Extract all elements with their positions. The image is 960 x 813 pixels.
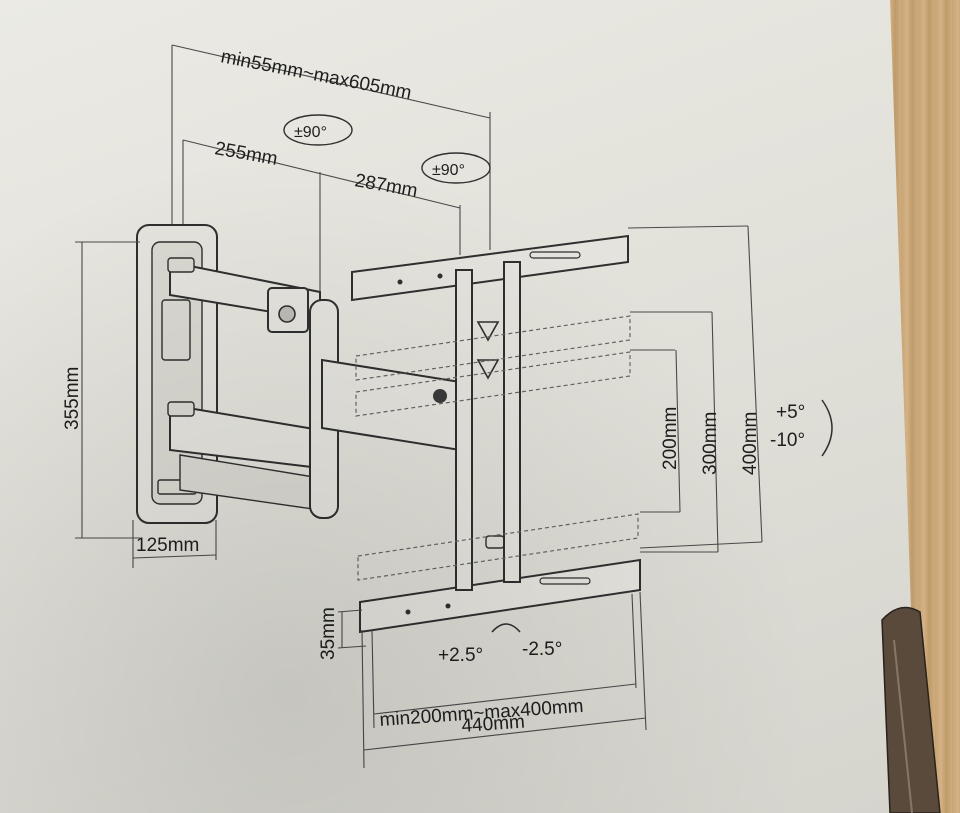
rail-thickness-dimension: 35mm <box>318 607 367 660</box>
swivel-left-label: ±90° <box>294 124 327 141</box>
swivel-left-badge: ±90° <box>283 114 353 146</box>
level-plus-label: +2.5° <box>438 645 483 666</box>
swivel-right-badge: ±90° <box>421 152 491 184</box>
arm-extension-label: min55mm~max605mm <box>219 46 413 104</box>
wall-plate-dimensions: 355mm 125mm <box>62 241 217 568</box>
tilt-up-label: +5° <box>776 402 805 423</box>
swivel-right-label: ±90° <box>432 162 465 179</box>
tilt-down-label: -10° <box>770 430 805 451</box>
vesa-400-label: 400mm <box>740 412 761 475</box>
vesa-200-label: 200mm <box>660 407 681 470</box>
vesa-bracket <box>351 234 641 634</box>
vesa-dimensions: 200mm 300mm 400mm <box>627 225 763 553</box>
bracket-width-label: 440mm <box>461 712 526 737</box>
arm-segment-2-label: 287mm <box>353 170 419 202</box>
leveling-indicator: +2.5° -2.5° <box>438 623 562 666</box>
rail-thickness-label: 35mm <box>318 607 339 660</box>
ghost-rails <box>355 315 639 581</box>
articulating-arm <box>167 257 461 519</box>
wall-plate-width-label: 125mm <box>136 535 199 556</box>
rolled-object <box>881 606 941 813</box>
arm-segment-dimensions: 255mm 287mm <box>182 138 461 300</box>
level-minus-label: -2.5° <box>522 639 562 660</box>
vesa-300-label: 300mm <box>700 412 721 475</box>
wall-plate-height-label: 355mm <box>62 367 83 430</box>
arm-segment-1-label: 255mm <box>213 138 279 170</box>
tilt-indicator: +5° -10° <box>770 399 833 457</box>
